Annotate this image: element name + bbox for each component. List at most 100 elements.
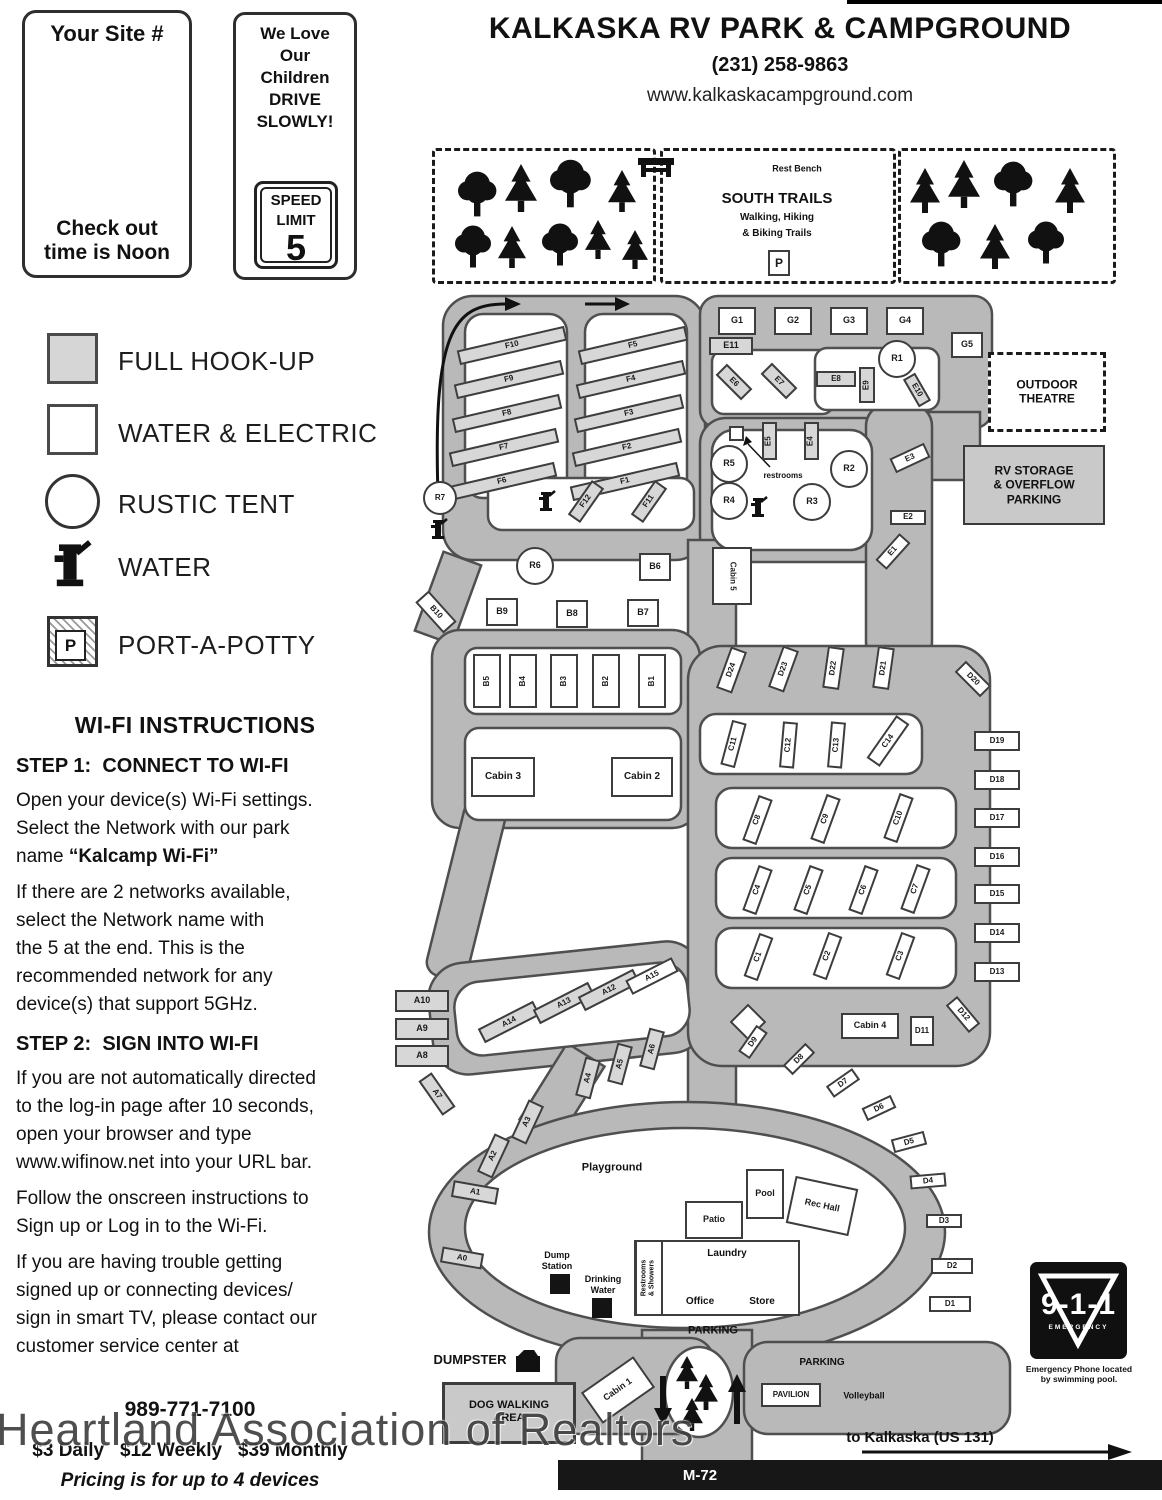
wifi-title: WI-FI INSTRUCTIONS bbox=[74, 712, 316, 738]
m72-road bbox=[558, 1460, 1162, 1490]
map-label-dump: Dump Station bbox=[541, 1250, 573, 1271]
map-site-f3: F3 bbox=[573, 393, 685, 433]
map-site-c6: C6 bbox=[847, 864, 879, 916]
legend-label-rustic-tent: RUSTIC TENT bbox=[118, 489, 295, 519]
map-site-f7: F7 bbox=[448, 427, 560, 467]
water-electric-swatch bbox=[47, 404, 98, 455]
map-site-g5: G5 bbox=[951, 332, 983, 358]
map-label-walking-hiking: Walking, Hiking bbox=[739, 212, 815, 223]
wifi-step1-paragraph: Open your device(s) Wi-Fi settings. Sele… bbox=[16, 790, 313, 867]
map-site-c14: C14 bbox=[866, 715, 910, 767]
map-label-volleyball: Volleyball bbox=[843, 1390, 885, 1401]
map-label-drinking: Drinking Water bbox=[584, 1274, 622, 1295]
speed-limit-sign: SPEED LIMIT 5 bbox=[254, 181, 338, 269]
checkout-note: Check out time is Noon bbox=[43, 216, 170, 264]
map-site-e10: E10 bbox=[902, 372, 932, 408]
map-site-a8: A8 bbox=[395, 1045, 449, 1067]
rv-storage-box bbox=[963, 445, 1105, 525]
wifi-follow-paragraph: Follow the onscreen instructions to Sign… bbox=[16, 1188, 309, 1237]
map-site-e11: E11 bbox=[709, 337, 753, 355]
map-site-c7: C7 bbox=[899, 863, 931, 915]
emergency-triangle-icon bbox=[1037, 1273, 1120, 1350]
map-site-r6: R6 bbox=[516, 547, 554, 585]
map-label-parking: PARKING bbox=[688, 1324, 738, 1337]
emergency-911-badge: 9-1-1 EMERGENCY bbox=[1030, 1262, 1127, 1359]
port-a-potty-swatch: P bbox=[47, 616, 98, 667]
map-site-d24: D24 bbox=[715, 646, 747, 694]
map-site-d21: D21 bbox=[871, 646, 895, 690]
map-site-b7: B7 bbox=[627, 599, 659, 627]
map-site-b2: B2 bbox=[592, 654, 620, 708]
map-label-store: Store bbox=[749, 1296, 775, 1307]
map-site-a0: A0 bbox=[439, 1246, 485, 1270]
your-site-card: Your Site # Check out time is Noon bbox=[22, 10, 192, 278]
map-site-d4: D4 bbox=[909, 1172, 947, 1190]
wifi-instructions: WI-FI INSTRUCTIONS STEP 1: CONNECT TO WI… bbox=[16, 712, 374, 1369]
map-site-f9: F9 bbox=[453, 359, 565, 399]
map-site-b9: B9 bbox=[486, 598, 518, 626]
map-site-c11: C11 bbox=[719, 719, 747, 769]
map-site-g2: G2 bbox=[774, 307, 812, 335]
map-site-cabin-5: Cabin 5 bbox=[712, 547, 752, 605]
map-site-f6: F6 bbox=[446, 461, 558, 501]
map-site-d5: D5 bbox=[890, 1130, 928, 1154]
map-site-d7: D7 bbox=[825, 1068, 861, 1098]
map-label-rest-bench: Rest Bench bbox=[772, 163, 822, 174]
emergency-word: EMERGENCY bbox=[1048, 1324, 1109, 1331]
road-arrows bbox=[435, 297, 1132, 1460]
scan-artifact bbox=[847, 0, 1162, 4]
map-site-a7: A7 bbox=[418, 1072, 456, 1116]
map-label-playground: Playground bbox=[581, 1161, 643, 1174]
legend-label-port-a-potty: PORT-A-POTTY bbox=[118, 630, 316, 660]
map-site-patio: Patio bbox=[685, 1201, 743, 1239]
map-shape bbox=[635, 1240, 663, 1316]
map-site-e3: E3 bbox=[889, 442, 931, 474]
rest-bench-icon bbox=[638, 158, 674, 177]
map-site-d20: D20 bbox=[954, 660, 992, 698]
map-site-e9: E9 bbox=[859, 367, 875, 403]
speed-value: 5 bbox=[285, 227, 307, 268]
map-site-c4: C4 bbox=[741, 864, 773, 916]
legend-label-water: WATER bbox=[118, 552, 212, 582]
map-label-dumpster: DUMPSTER bbox=[433, 1352, 507, 1368]
map-site-cabin-3: Cabin 3 bbox=[471, 757, 535, 797]
map-site-d18: D18 bbox=[974, 770, 1020, 790]
map-site-f2: F2 bbox=[571, 427, 683, 467]
map-site-g3: G3 bbox=[830, 307, 868, 335]
map-label-m-72: M-72 bbox=[682, 1467, 718, 1484]
map-label-office: Office bbox=[685, 1296, 715, 1307]
map-shape bbox=[550, 1274, 570, 1294]
watermark: Heartland Association of Realtors bbox=[0, 1404, 695, 1455]
map-site-c2: C2 bbox=[812, 931, 842, 981]
map-site-a14: A14 bbox=[477, 1000, 541, 1044]
full-hookup-swatch bbox=[47, 333, 98, 384]
map-site-p: P bbox=[768, 250, 790, 276]
map-site-b10: B10 bbox=[415, 590, 457, 634]
map-site-d12: D12 bbox=[945, 995, 981, 1033]
page-header: KALKASKA RV PARK & CAMPGROUND (231) 258-… bbox=[430, 12, 1130, 107]
map-site-e8: E8 bbox=[816, 371, 856, 387]
map-site-d23: D23 bbox=[767, 645, 799, 693]
map-site-c13: C13 bbox=[826, 721, 846, 769]
park-title: KALKASKA RV PARK & CAMPGROUND bbox=[488, 12, 1072, 45]
map-site-r5: R5 bbox=[710, 445, 748, 483]
map-site-r7: R7 bbox=[423, 481, 457, 515]
wifi-step2-heading: STEP 2: SIGN INTO WI-FI bbox=[16, 1033, 259, 1055]
map-shape bbox=[442, 1382, 576, 1444]
wifi-trouble-paragraph: If you are having trouble getting signed… bbox=[16, 1252, 317, 1357]
rustic-tent-circle bbox=[45, 474, 100, 529]
map-site-e4: E4 bbox=[803, 422, 819, 460]
wifi-network-name: “Kalcamp Wi-Fi” bbox=[68, 846, 219, 867]
map-site-c9: C9 bbox=[809, 793, 841, 845]
map-site-a2: A2 bbox=[476, 1133, 510, 1179]
drive-slowly-text: We Love Our Children DRIVE SLOWLY! bbox=[256, 24, 334, 132]
wifi-pricing: $3 Daily $12 Weekly $39 Monthly bbox=[32, 1440, 348, 1461]
map-site-g1: G1 bbox=[718, 307, 756, 335]
map-site-a9: A9 bbox=[395, 1018, 449, 1040]
map-site-a10: A10 bbox=[395, 990, 449, 1012]
map-site-a15: A15 bbox=[625, 957, 679, 995]
map-site-d16: D16 bbox=[974, 847, 1020, 867]
map-site-b4: B4 bbox=[509, 654, 537, 708]
map-site-e2: E2 bbox=[890, 509, 926, 525]
